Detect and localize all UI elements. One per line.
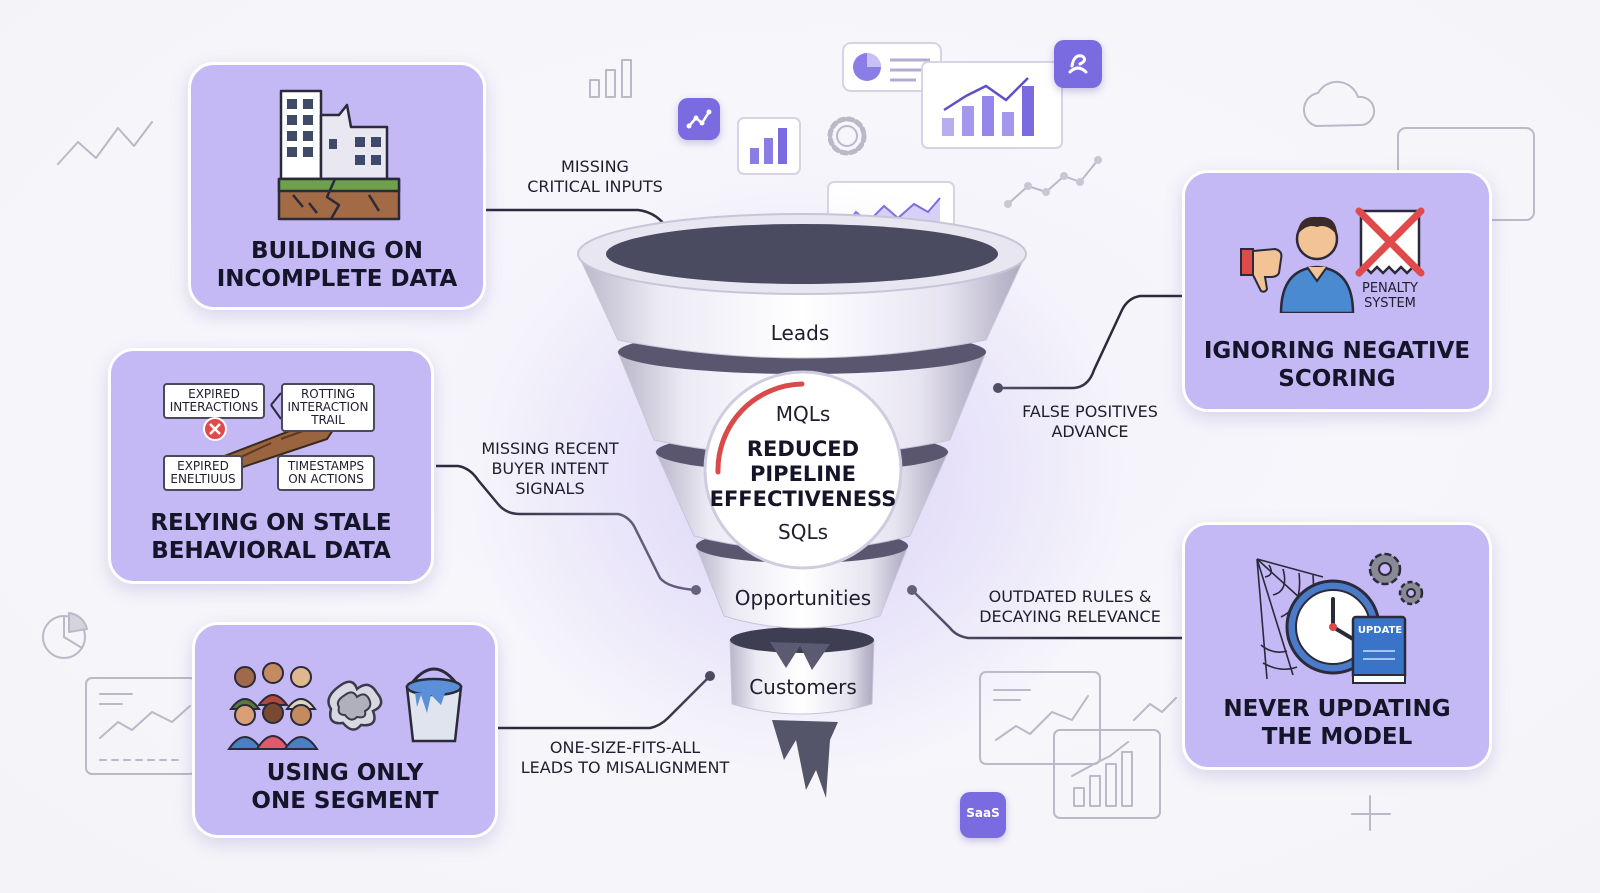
callout-one-size: ONE-SIZE-FITS-ALL LEADS TO MISALIGNMENT	[520, 738, 730, 777]
thumbs-down-icon	[1240, 247, 1283, 293]
ghost-bar-panel	[1053, 729, 1161, 819]
funnel-spout	[772, 720, 838, 798]
penalty-document-icon	[1355, 207, 1425, 278]
analytics-app-icon	[678, 98, 720, 140]
card-one-segment: USING ONLY ONE SEGMENT	[192, 622, 498, 838]
saas-label: SaaS	[966, 806, 1000, 820]
stage-customers: Customers	[749, 675, 857, 699]
stage-sqls: SQLs	[778, 520, 828, 544]
people-group-icon	[227, 662, 319, 750]
card-title-updating: NEVER UPDATING THE MODEL	[1223, 696, 1451, 750]
swirl-icon	[1068, 54, 1088, 74]
bar-chart-icon	[589, 59, 632, 98]
card-stale-data: EXPIRED INTERACTIONS ROTTING INTERACTION…	[108, 348, 434, 584]
card-title-incomplete: BUILDING ON INCOMPLETE DATA	[216, 238, 458, 292]
bucket-icon	[405, 667, 463, 743]
card-title-stale: RELYING ON STALE BEHAVIORAL DATA	[150, 510, 392, 564]
callout-false-positives: FALSE POSITIVES ADVANCE	[1022, 402, 1158, 441]
card-never-updating: UPDATE NEVER UPDATING THE MODEL	[1182, 522, 1492, 770]
pie-chart-icon	[42, 612, 88, 659]
center-title: REDUCED PIPELINE EFFECTIVENESS	[709, 437, 897, 511]
stage-leads: Leads	[770, 321, 830, 345]
error-x-icon	[203, 417, 227, 441]
callout-missing-inputs: MISSING CRITICAL INPUTS	[527, 157, 663, 196]
person-icon	[1279, 216, 1355, 313]
tag-timestamps: TIMESTAMPS ON ACTIONS	[277, 455, 375, 491]
cloud-icon	[1302, 80, 1376, 127]
pie-widget	[842, 42, 942, 92]
callout-intent-signals: MISSING RECENT BUYER INTENT SIGNALS	[481, 439, 619, 498]
trend-icon	[686, 109, 712, 129]
brand-app-icon	[1054, 40, 1102, 88]
center-badge	[703, 370, 903, 570]
saas-app-icon: SaaS	[960, 792, 1006, 838]
tag-expired-interactions: EXPIRED INTERACTIONS	[163, 383, 265, 419]
tag-expired-enel: EXPIRED ENELTIUUS	[163, 455, 243, 491]
gear-icon	[827, 116, 867, 156]
card-incomplete-data: BUILDING ON INCOMPLETE DATA	[188, 62, 486, 310]
cobweb-icon	[1256, 558, 1324, 680]
card-title-segment: USING ONLY ONE SEGMENT	[251, 760, 439, 814]
stage-opportunities: Opportunities	[734, 586, 872, 610]
crosshair-icon	[1351, 795, 1391, 831]
callout-outdated-rules: OUTDATED RULES & DECAYING RELEVANCE	[979, 587, 1161, 626]
bars-widget	[737, 117, 801, 175]
tag-rotting-trail: ROTTING INTERACTION TRAIL	[281, 383, 375, 432]
stage-mqls: MQLs	[775, 402, 831, 426]
update-label: UPDATE	[1357, 625, 1403, 636]
dotted-trend-icon	[1007, 159, 1099, 205]
cookie-cutter-icon	[327, 680, 383, 731]
card-negative-scoring: PENALTY SYSTEM IGNORING NEGATIVE SCORING	[1182, 170, 1492, 412]
bar-trend-widget	[921, 61, 1063, 149]
funnel-band-leads	[577, 213, 1027, 359]
card-title-negative: IGNORING NEGATIVE SCORING	[1203, 338, 1471, 392]
penalty-system-label: PENALTY SYSTEM	[1361, 281, 1418, 311]
crumbling-building-icon	[277, 89, 401, 221]
funnel-band-customers	[729, 627, 875, 715]
update-book-icon	[1351, 615, 1407, 684]
trend-line-icon	[57, 121, 153, 165]
gears-icon	[1368, 552, 1424, 606]
